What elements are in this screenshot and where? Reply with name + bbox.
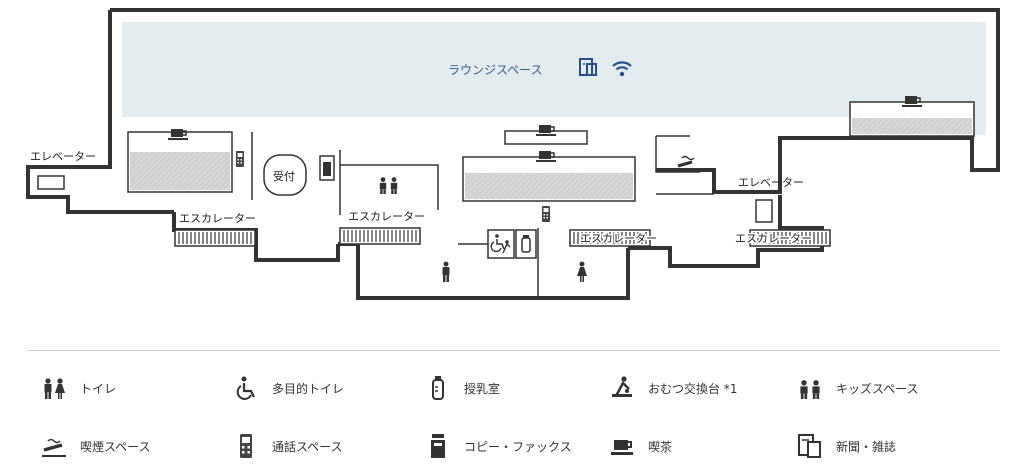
- nursing-room-icon: [521, 235, 531, 253]
- kids-space-icon: [800, 380, 820, 399]
- cafe-icon: [167, 128, 189, 141]
- phone-space-icon: [240, 434, 252, 458]
- cafe-icon: [611, 440, 633, 455]
- cafe-icon: [901, 95, 923, 108]
- legend-item-newspaper: 新聞・雑誌: [796, 432, 896, 460]
- accessible-toilet-icon: [490, 234, 505, 253]
- elevator-right: [755, 199, 773, 223]
- cafe-icon: [535, 124, 557, 137]
- legend-item-accessible-toilet: 多目的トイレ: [232, 374, 344, 402]
- floor-map: ラウンジスペース エレベーター エレベーター 受付: [26, 8, 1000, 300]
- lounge-label: ラウンジスペース: [448, 63, 543, 77]
- copy-fax-icon: [319, 155, 335, 181]
- diaper-changing-icon: [502, 240, 511, 254]
- phone-icon: [236, 151, 244, 167]
- mens-toilet-icon: [442, 261, 450, 282]
- legend-item-toilet: トイレ: [40, 374, 116, 402]
- legend-item-copy-fax: コピー・ファックス: [424, 432, 572, 460]
- legend-item-nursing-room: 授乳室: [424, 374, 500, 402]
- smoking-space-icon: [42, 438, 66, 457]
- legend-item-smoking-space: 喫煙スペース: [40, 432, 151, 460]
- elevator-label-left: エレベーター: [30, 150, 96, 163]
- phone-icon: [542, 206, 550, 222]
- newspaper-icon: [579, 58, 597, 76]
- escalator-4: エスカレーター: [734, 229, 831, 247]
- cafe-icon: [535, 150, 557, 163]
- accessible-toilet-icon: [236, 376, 255, 400]
- kids-space-icon: [379, 177, 398, 194]
- legend-item-kids-space: キッズスペース: [796, 374, 919, 402]
- legend-item-phone-space: 通話スペース: [232, 432, 343, 460]
- escalator-2: エスカレーター: [339, 208, 434, 245]
- svg-text:エスカレーター: エスカレーター: [348, 210, 425, 223]
- svg-text:エスカレーター: エスカレーター: [735, 232, 812, 245]
- escalator-3: エスカレーター: [569, 229, 659, 247]
- legend-separator: [28, 350, 1000, 351]
- diaper-changing-icon: [612, 376, 632, 397]
- nursing-room-icon: [432, 376, 444, 400]
- newspaper-icon: [798, 434, 821, 458]
- svg-text:エスカレーター: エスカレーター: [179, 212, 256, 225]
- womens-toilet-icon: [577, 261, 587, 282]
- outer-wall: [110, 8, 1000, 194]
- toilet-icon: [44, 378, 65, 399]
- legend: トイレ 多目的トイレ 授乳室 おむつ交換台 *1 キッズス: [40, 368, 1000, 468]
- legend-item-cafe: 喫茶: [608, 432, 672, 460]
- legend-item-diaper-changing: おむつ交換台 *1: [608, 374, 737, 402]
- reception-label: 受付: [273, 170, 295, 183]
- wifi-icon: [612, 61, 632, 77]
- smoking-space-icon: [676, 155, 696, 171]
- elevator-left: [37, 175, 65, 190]
- svg-text:エスカレーター: エスカレーター: [580, 232, 657, 245]
- lounge-area: [122, 22, 986, 117]
- elevator-label-right: エレベーター: [738, 176, 804, 189]
- copy-fax-icon: [431, 434, 445, 458]
- reception-desk: [263, 154, 307, 196]
- escalator-1: エスカレーター: [174, 210, 256, 247]
